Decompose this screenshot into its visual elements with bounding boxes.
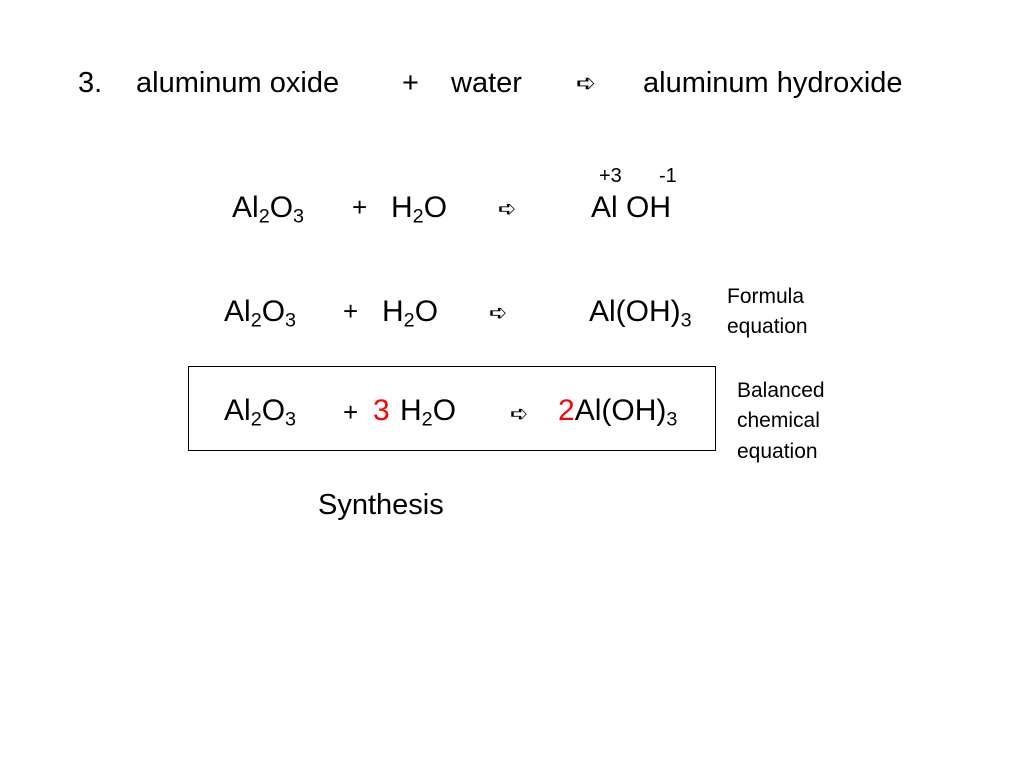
eq2-plus: +	[343, 296, 359, 326]
eq3-plus: +	[343, 397, 359, 427]
eq1-reactant1: Al2O3	[232, 191, 305, 228]
title-reactant2: water	[451, 67, 522, 99]
charge-oh: -1	[659, 165, 677, 187]
eq1-product: Al OH	[591, 191, 672, 224]
title-product: aluminum hydroxide	[643, 67, 903, 99]
eq3-reactant1: Al2O3	[224, 394, 297, 431]
charge-al: +3	[599, 165, 622, 187]
title-plus: +	[402, 67, 419, 99]
formula-equation-label: Formula equation	[727, 285, 808, 339]
eq3-coefficient-water: 3	[373, 394, 390, 427]
eq3-arrow-icon: ➪	[510, 401, 529, 426]
eq2-reactant1: Al2O3	[224, 295, 297, 332]
reaction-type: Synthesis	[318, 489, 444, 521]
eq2-product: Al(OH)3	[589, 295, 692, 332]
eq1-reactant2: H2O	[391, 191, 448, 228]
title-arrow-icon: ➪	[576, 70, 597, 97]
eq1-arrow-icon: ➪	[498, 196, 517, 221]
eq1-plus: +	[352, 192, 368, 222]
eq2-arrow-icon: ➪	[489, 300, 508, 325]
eq3-coefficient-product: 2	[558, 394, 575, 427]
eq3-reactant2: H2O	[400, 394, 457, 431]
title-number: 3.	[78, 67, 103, 99]
title-reactant1: aluminum oxide	[136, 67, 340, 99]
eq3-product: 2Al(OH)3	[558, 394, 678, 431]
eq2-reactant2: H2O	[382, 295, 439, 332]
balanced-equation-box	[188, 366, 716, 451]
balanced-equation-label: Balanced chemical equation	[737, 379, 825, 463]
